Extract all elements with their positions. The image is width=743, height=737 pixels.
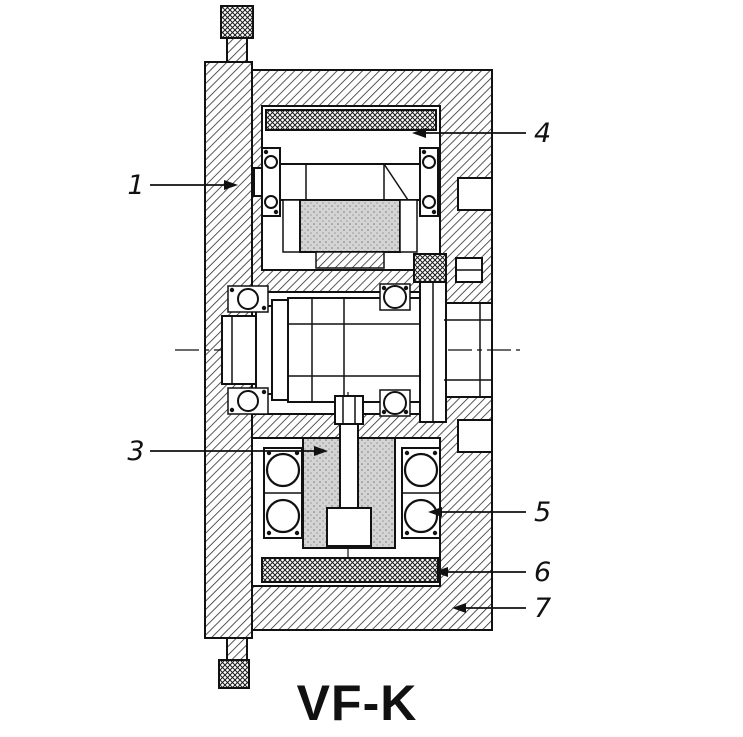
callout-label: 4 (534, 118, 551, 149)
worm-wheel (299, 199, 401, 253)
top-chamber (253, 109, 439, 269)
seal-dot (421, 149, 427, 155)
arrowhead (428, 507, 442, 517)
diagram-title: VF-K (297, 675, 418, 731)
callout-4: 4 (412, 118, 551, 149)
seal-dot (431, 209, 437, 215)
arrowhead (412, 128, 426, 138)
seal-dot (403, 285, 409, 291)
shaft-chamfer-line (383, 163, 409, 201)
arrowhead (434, 567, 448, 577)
seal-dot (261, 389, 267, 395)
top-stud-nut (220, 5, 254, 39)
vertical-shaft (339, 423, 359, 509)
seal-dot (229, 287, 235, 293)
ball-bearing (403, 498, 439, 534)
callout-1: 1 (127, 170, 238, 201)
callout-3: 3 (127, 436, 328, 467)
callout-label: 5 (534, 497, 551, 528)
shaft-step (271, 299, 289, 401)
bearing-ball (422, 195, 436, 209)
bearing-ball (237, 288, 259, 310)
right-notch-upper (457, 177, 493, 211)
bearing-ball (237, 390, 259, 412)
seal-dot (261, 305, 267, 311)
ball-bearing (265, 498, 301, 534)
callout-6: 6 (434, 557, 551, 588)
ball-bearing (403, 452, 439, 488)
seal-dot (403, 409, 409, 415)
seal-dot (381, 409, 387, 415)
seal-dot (404, 450, 410, 456)
seal-dot (294, 530, 300, 536)
wheel-hub (315, 251, 385, 269)
bearing-ball (422, 155, 436, 169)
callout-label: 1 (127, 170, 144, 201)
seal-dot (381, 285, 387, 291)
bearing-ball (383, 285, 407, 309)
top-stud (226, 37, 248, 65)
seal-dot (229, 407, 235, 413)
top-crosshatch-band (265, 109, 437, 131)
callout-label: 7 (534, 593, 551, 624)
seal-dot (432, 450, 438, 456)
callout-label: 6 (534, 557, 551, 588)
bearing-ball (264, 155, 278, 169)
right-notch-lower (457, 419, 493, 453)
wheel-side-strip (399, 199, 418, 253)
bearing-ball (264, 195, 278, 209)
bottom-chamber (261, 392, 441, 583)
bottom-stud-nut (218, 659, 250, 689)
callout-label: 3 (127, 436, 144, 467)
hollow-shaft (287, 297, 421, 403)
arrowhead (314, 446, 328, 456)
wheel-side-strip (282, 199, 301, 253)
callout-7: 7 (452, 593, 551, 624)
spline-plug (413, 253, 447, 283)
shaft-coupling (334, 395, 364, 425)
bottom-stud (226, 637, 248, 663)
seal-dot (273, 209, 279, 215)
arrowhead (224, 180, 238, 190)
seal-dot (432, 530, 438, 536)
bearing-ball (383, 391, 407, 415)
output-shaft-end (221, 315, 257, 385)
worm-shaft (279, 163, 421, 201)
bottom-crosshatch-band (261, 557, 439, 583)
seal-dot (404, 530, 410, 536)
ball-bearing (265, 452, 301, 488)
output-shaft-assembly (175, 253, 520, 423)
callout-5: 5 (428, 497, 551, 528)
shaft-lower-block (326, 507, 372, 547)
seal-dot (263, 149, 269, 155)
seal-dot (266, 530, 272, 536)
arrowhead (452, 603, 466, 613)
callouts: 1 3 4 5 6 7 (127, 118, 551, 624)
shaft-collar (255, 305, 273, 395)
